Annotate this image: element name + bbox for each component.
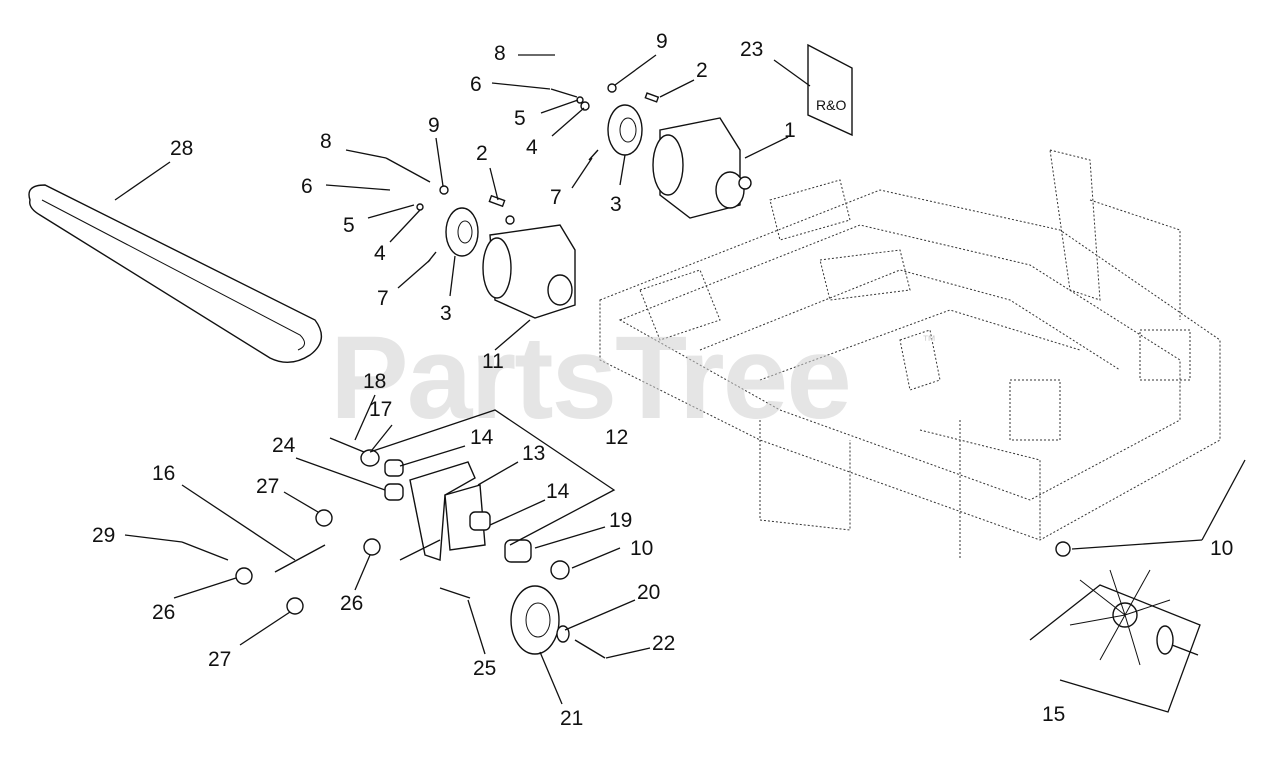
callout-26-left: 26: [152, 601, 175, 624]
callout-14-upper: 14: [470, 426, 494, 449]
callout-24: 24: [272, 434, 296, 457]
callout-29: 29: [92, 524, 115, 547]
callout-26-right: 26: [340, 592, 363, 615]
callout-3-upper: 3: [610, 193, 622, 216]
callout-19: 19: [609, 509, 632, 532]
callout-14-lower: 14: [546, 480, 570, 503]
callout-6-lower: 6: [301, 175, 313, 198]
part-idler-bracket: [409, 461, 486, 561]
watermark-text: PartsTree: [330, 312, 850, 444]
chassis-frame: [599, 149, 1221, 560]
callout-22: 22: [652, 632, 675, 655]
callout-6-upper: 6: [470, 73, 482, 96]
callout-3-lower: 3: [440, 302, 452, 325]
leader-lines: [114, 54, 1246, 713]
callout-numbers: 1 2 2 3 3 4 4 5 5 6 6 7 7 8 8 9 9 10 10 …: [92, 30, 1233, 730]
part-idler-pulley: [510, 585, 570, 655]
callout-7-upper: 7: [550, 186, 562, 209]
callout-17: 17: [369, 398, 392, 421]
callout-10-right: 10: [1210, 537, 1233, 560]
callout-4-upper: 4: [526, 136, 538, 159]
callout-10-left: 10: [630, 537, 653, 560]
watermark: PartsTree ™: [330, 312, 936, 444]
callout-9-upper: 9: [656, 30, 668, 53]
callout-15: 15: [1042, 703, 1065, 726]
part-bolts: [181, 437, 606, 659]
callout-27-lower: 27: [208, 648, 231, 671]
callout-7-lower: 7: [377, 287, 389, 310]
callout-8-lower: 8: [320, 130, 332, 153]
callout-21: 21: [560, 707, 583, 730]
callout-27-upper: 27: [256, 475, 279, 498]
callout-5-lower: 5: [343, 214, 355, 237]
callout-4-lower: 4: [374, 242, 386, 265]
callout-20: 20: [637, 581, 660, 604]
part-decal: R&O: [807, 43, 853, 137]
callout-2-lower: 2: [476, 142, 488, 165]
watermark-trademark: ™: [922, 332, 936, 348]
callout-25: 25: [473, 657, 496, 680]
callout-1: 1: [784, 119, 796, 142]
part-hydro-pump-left: [482, 224, 576, 319]
part-pulley-upper: [607, 104, 643, 156]
callout-5-upper: 5: [514, 107, 526, 130]
part-pulley-lower: [445, 207, 479, 257]
part-cooling-fan: [1069, 569, 1199, 666]
callout-2-upper: 2: [696, 59, 708, 82]
callout-28: 28: [170, 137, 193, 160]
callout-18: 18: [363, 370, 386, 393]
part-drive-belt: [28, 184, 323, 363]
callout-9-lower: 9: [428, 114, 440, 137]
callout-11: 11: [482, 350, 504, 373]
callout-8-upper: 8: [494, 42, 506, 65]
part-hydro-pump-right: [652, 117, 752, 219]
part-bushings: [235, 449, 1071, 615]
callout-23: 23: [740, 38, 763, 61]
callout-12: 12: [605, 426, 628, 449]
callout-13: 13: [522, 442, 545, 465]
decal-text: R&O: [816, 97, 846, 113]
callout-16: 16: [152, 462, 175, 485]
